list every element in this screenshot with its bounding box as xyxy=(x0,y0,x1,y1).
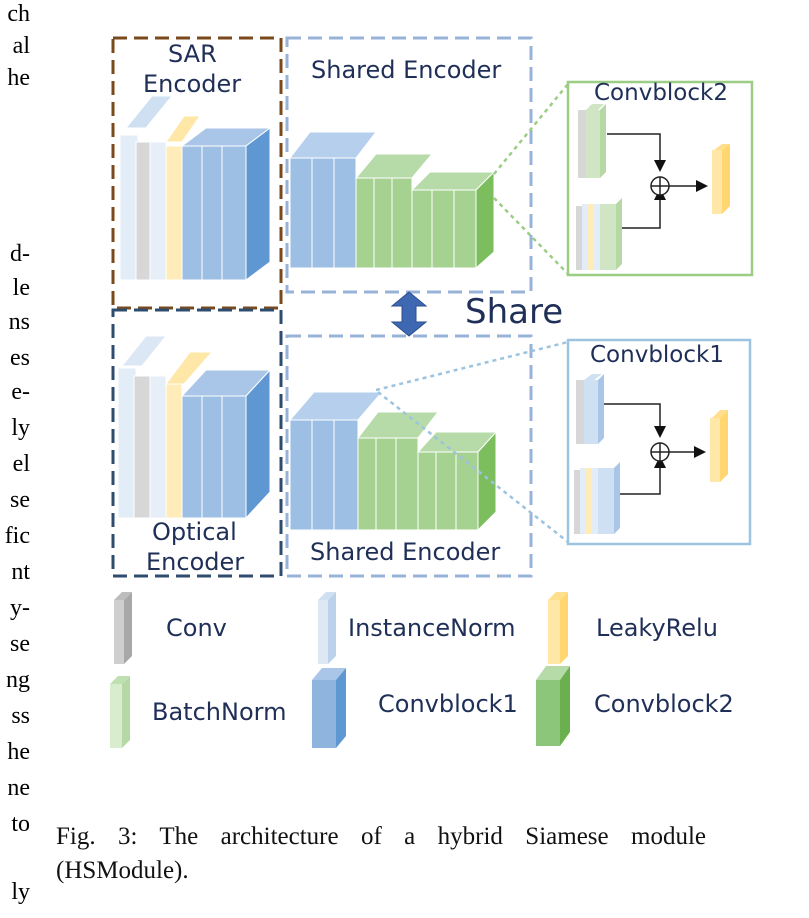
legend-swatch-leakyrelu xyxy=(548,592,568,664)
convblock1-inner-diagram xyxy=(574,374,728,534)
text-fragment: ne xyxy=(7,775,30,801)
text-fragment: ly xyxy=(11,415,30,441)
sar-encoder-stack xyxy=(119,95,272,281)
text-fragment: le xyxy=(12,275,30,301)
text-fragment: ch xyxy=(7,1,30,27)
convblock2-title: Convblock2 xyxy=(594,80,728,106)
legend-label-convblock1: Convblock1 xyxy=(378,690,518,718)
sar-encoder-label-line2: Encoder xyxy=(143,70,242,98)
convblock1-panel xyxy=(566,338,752,546)
left-column-text: ch al he d- le ns es e- ly el se fic nt … xyxy=(0,0,40,918)
figure-caption: Fig. 3: The architecture of a hybrid Sia… xyxy=(56,823,706,884)
convblock2-panel xyxy=(566,80,754,277)
text-fragment: se xyxy=(10,487,30,513)
text-fragment: se xyxy=(10,631,30,657)
optical-encoder-box xyxy=(111,308,283,578)
shared-encoder-top-stack xyxy=(288,131,496,270)
text-fragment: al xyxy=(12,33,30,59)
text-fragment: ns xyxy=(8,309,30,335)
legend-swatch-convblock2 xyxy=(536,666,570,746)
architecture-figure: SAR Encoder Shared Encoder Convblock2 Sh… xyxy=(110,36,754,748)
text-fragment: ly xyxy=(11,879,30,905)
text-fragment: to xyxy=(11,811,30,837)
text-fragment: he xyxy=(7,739,30,765)
optical-encoder-stack xyxy=(117,335,272,520)
text-fragment: fic xyxy=(4,523,30,549)
legend-label-convblock2: Convblock2 xyxy=(594,690,734,718)
convblock2-inner-diagram xyxy=(576,104,730,270)
text-fragment: d- xyxy=(10,241,30,267)
legend-swatch-convblock1 xyxy=(312,668,346,748)
share-label: Share xyxy=(465,292,564,332)
text-fragment: nt xyxy=(11,559,30,585)
legend-swatch-instancenorm xyxy=(318,592,336,664)
text-fragment: es xyxy=(10,345,30,371)
text-fragment: ng xyxy=(6,667,30,693)
legend-swatch-batchnorm xyxy=(110,676,130,748)
figure-drawing xyxy=(110,36,754,748)
legend-label-instancenorm: InstanceNorm xyxy=(348,614,516,642)
text-fragment: y- xyxy=(10,595,30,621)
legend-label-batchnorm: BatchNorm xyxy=(152,698,287,726)
legend-swatch-conv xyxy=(114,592,132,664)
share-double-arrow xyxy=(390,291,428,337)
shared-encoder-bottom-label: Shared Encoder xyxy=(310,538,501,566)
sar-encoder-box xyxy=(111,36,283,310)
convblock1-title: Convblock1 xyxy=(590,342,724,368)
sar-encoder-label-line1: SAR xyxy=(168,40,217,68)
text-fragment: ss xyxy=(11,703,30,729)
text-fragment: el xyxy=(12,451,30,477)
shared-encoder-bottom-stack xyxy=(288,391,498,532)
optical-encoder-label-line2: Encoder xyxy=(146,548,245,576)
text-fragment: he xyxy=(7,65,30,91)
text-fragment: e- xyxy=(11,379,30,405)
legend-label-leakyrelu: LeakyRelu xyxy=(596,614,718,642)
optical-encoder-label-line1: Optical xyxy=(152,518,237,546)
shared-encoder-top-label: Shared Encoder xyxy=(311,56,502,84)
shared-encoder-bottom-box xyxy=(285,334,533,578)
legend-label-conv: Conv xyxy=(166,614,227,642)
